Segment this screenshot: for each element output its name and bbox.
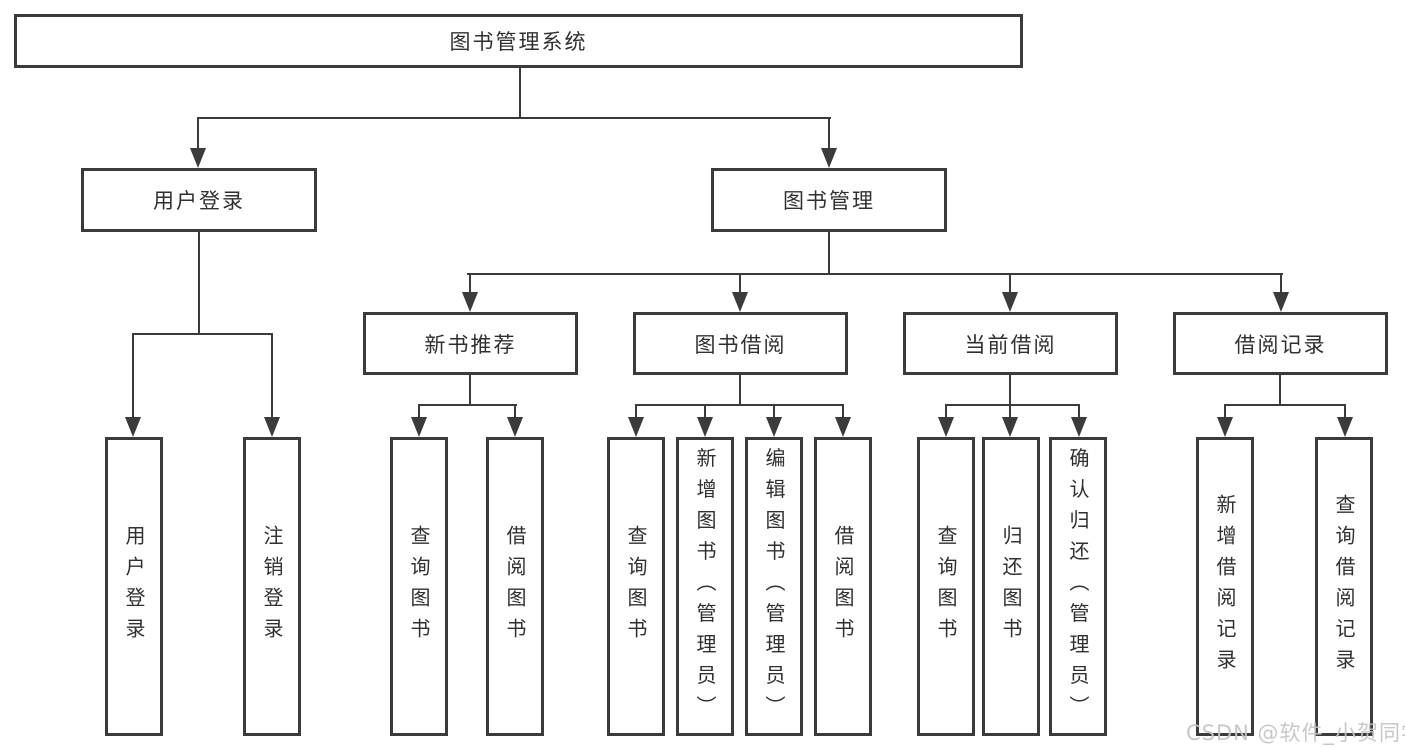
arrow-down-icon	[835, 417, 851, 437]
leaf-label: 注销登录	[260, 524, 284, 649]
leaf-label: 借阅图书	[831, 524, 855, 649]
node-user-login-label: 用户登录	[153, 189, 245, 213]
leaf-user-login: 用户登录	[105, 437, 163, 736]
edge-split	[945, 404, 1080, 406]
node-current-borrow-label: 当前借阅	[964, 332, 1057, 357]
arrow-down-icon	[697, 417, 713, 437]
node-book-mgmt: 图书管理	[711, 168, 947, 232]
arrow-down-icon	[507, 417, 523, 437]
edge-drop-leaf	[704, 405, 706, 418]
edge-drop-leaf	[635, 405, 637, 418]
leaf-query-borrow-record: 查询借阅记录	[1315, 437, 1373, 736]
edge-drop-user-login	[197, 118, 199, 150]
arrow-down-icon	[766, 417, 782, 437]
leaf-label: 确认归还（管理员）	[1066, 447, 1090, 726]
leaf-add-book-admin: 新增图书（管理员）	[676, 437, 734, 736]
edge-drop-l3	[469, 274, 471, 293]
arrow-down-icon	[125, 417, 141, 437]
edge-drop-leaf	[418, 405, 420, 418]
node-book-borrow: 图书借阅	[633, 312, 848, 375]
edge-root-stem	[519, 68, 521, 118]
edge-drop-leaf	[271, 334, 273, 418]
edge-drop-leaf	[1224, 405, 1226, 418]
edge-split	[1224, 404, 1346, 406]
arrow-down-icon	[1002, 292, 1018, 312]
arrow-down-icon	[411, 417, 427, 437]
leaf-label: 新增图书（管理员）	[693, 447, 717, 726]
edge-stem	[739, 375, 741, 405]
node-root-label: 图书管理系统	[449, 30, 588, 54]
leaf-label: 编辑图书（管理员）	[762, 447, 786, 726]
arrow-down-icon	[628, 417, 644, 437]
leaf-label: 借阅图书	[503, 524, 527, 649]
leaf-return-book: 归还图书	[982, 437, 1040, 736]
node-new-book-rec-label: 新书推荐	[424, 332, 517, 357]
node-book-mgmt-label: 图书管理	[783, 189, 875, 213]
edge-drop-leaf	[132, 334, 134, 418]
node-user-login: 用户登录	[81, 168, 317, 232]
edge-drop-leaf	[514, 405, 516, 418]
leaf-query-book-3: 查询图书	[917, 437, 975, 736]
leaf-label: 查询图书	[624, 524, 648, 649]
arrow-down-icon	[1217, 417, 1233, 437]
edge-book-mgmt-stem	[828, 232, 830, 274]
edge-drop-leaf	[1009, 405, 1011, 418]
leaf-logout: 注销登录	[243, 437, 301, 736]
node-current-borrow: 当前借阅	[903, 312, 1118, 375]
leaf-label: 查询图书	[407, 524, 431, 649]
arrow-down-icon	[190, 148, 206, 168]
leaf-edit-book-admin: 编辑图书（管理员）	[745, 437, 803, 736]
edge-drop-leaf	[842, 405, 844, 418]
arrow-down-icon	[1002, 417, 1018, 437]
arrow-down-icon	[462, 292, 478, 312]
leaf-borrow-book-1: 借阅图书	[486, 437, 544, 736]
edge-drop-leaf	[945, 405, 947, 418]
arrow-down-icon	[732, 292, 748, 312]
leaf-label: 新增借阅记录	[1213, 493, 1237, 680]
edge-drop-book-mgmt	[828, 118, 830, 150]
edge-user-login-split	[132, 333, 273, 335]
node-borrow-record: 借阅记录	[1173, 312, 1388, 375]
edge-stem	[1009, 375, 1011, 405]
edge-split	[635, 404, 844, 406]
edge-drop-leaf	[1078, 405, 1080, 418]
csdn-watermark: CSDN @软件_小贺同学	[1186, 721, 1405, 745]
leaf-query-book-1: 查询图书	[390, 437, 448, 736]
edge-drop-l3	[1009, 274, 1011, 293]
arrow-down-icon	[1273, 292, 1289, 312]
leaf-add-borrow-record: 新增借阅记录	[1196, 437, 1254, 736]
arrow-down-icon	[821, 148, 837, 168]
arrow-down-icon	[264, 417, 280, 437]
edge-stem	[1279, 375, 1281, 405]
edge-book-mgmt-split	[467, 273, 1283, 275]
leaf-label: 归还图书	[999, 524, 1023, 649]
arrow-down-icon	[1337, 417, 1353, 437]
arrow-down-icon	[1071, 417, 1087, 437]
node-new-book-rec: 新书推荐	[363, 312, 578, 375]
node-book-borrow-label: 图书借阅	[694, 332, 787, 357]
leaf-borrow-book-2: 借阅图书	[814, 437, 872, 736]
leaf-confirm-return-admin: 确认归还（管理员）	[1049, 437, 1107, 736]
edge-root-split	[197, 117, 831, 119]
edge-split	[418, 404, 517, 406]
edge-stem	[469, 375, 471, 405]
node-borrow-record-label: 借阅记录	[1234, 332, 1327, 357]
leaf-label: 查询图书	[934, 524, 958, 649]
edge-user-login-stem	[198, 232, 200, 334]
edge-drop-leaf	[773, 405, 775, 418]
leaf-label: 用户登录	[122, 524, 146, 649]
node-root: 图书管理系统	[14, 14, 1023, 68]
edge-drop-l3	[739, 274, 741, 293]
arrow-down-icon	[938, 417, 954, 437]
edge-drop-l3	[1280, 274, 1282, 293]
edge-drop-leaf	[1344, 405, 1346, 418]
leaf-query-book-2: 查询图书	[607, 437, 665, 736]
leaf-label: 查询借阅记录	[1332, 493, 1356, 680]
